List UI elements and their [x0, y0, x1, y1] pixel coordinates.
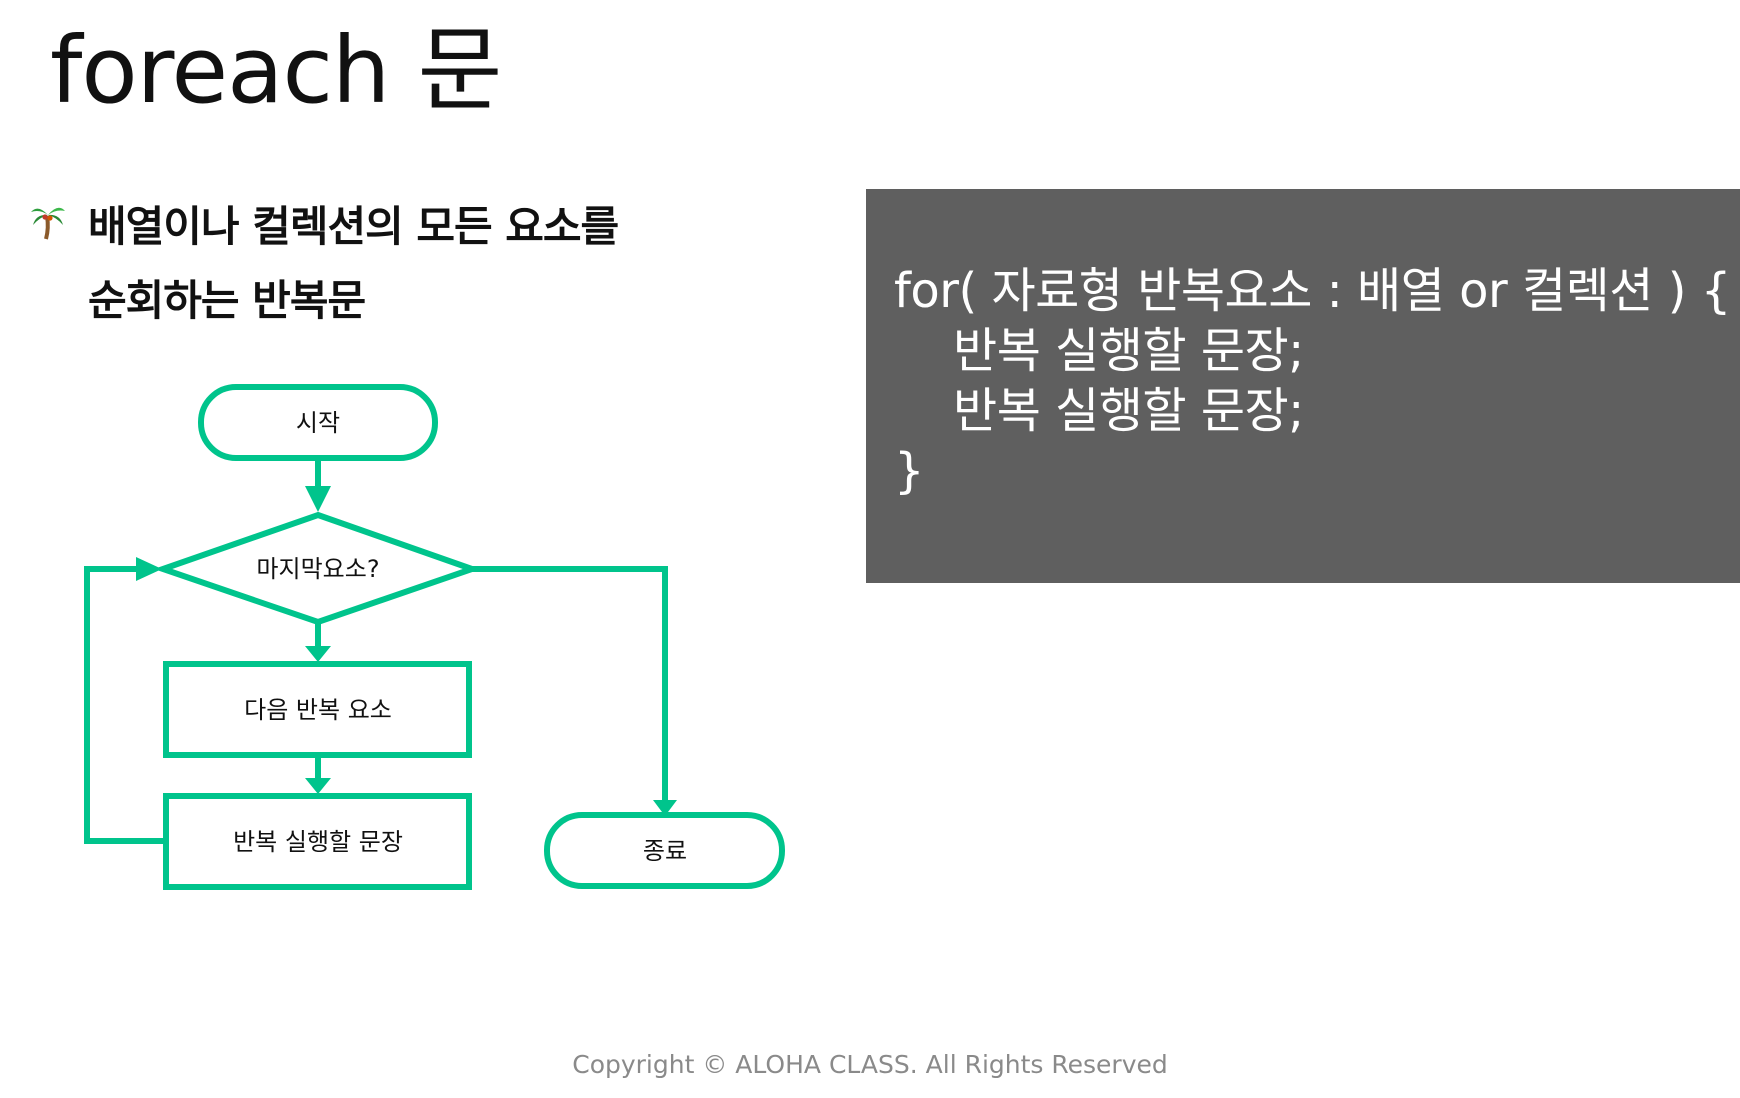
- execute-label: 반복 실행할 문장: [233, 828, 403, 856]
- loop-back-line: [84, 566, 166, 844]
- next-element-label: 다음 반복 요소: [244, 696, 392, 724]
- palm-tree-icon: [31, 207, 65, 240]
- copyright-footer: Copyright © ALOHA CLASS. All Rights Rese…: [572, 1050, 1168, 1079]
- arrowhead-loop: [136, 557, 162, 581]
- start-label: 시작: [296, 409, 340, 437]
- description-line-1: 배열이나 컬렉션의 모든 요소를: [88, 202, 619, 251]
- code-line-3: 반복 실행할 문장;: [894, 383, 1304, 439]
- code-line-4: }: [894, 443, 925, 499]
- exit-line: [472, 566, 668, 802]
- code-line-1: for( 자료형 반복요소 : 배열 or 컬렉션 ) {: [894, 263, 1731, 319]
- arrowhead-exec: [305, 778, 331, 794]
- arrowhead-next: [305, 646, 331, 662]
- decision-label: 마지막요소?: [256, 555, 379, 583]
- arrowhead-exit: [653, 800, 677, 816]
- code-block: for( 자료형 반복요소 : 배열 or 컬렉션 ) { 반복 실행할 문장;…: [866, 189, 1740, 583]
- slide-title: foreach 문: [50, 17, 502, 124]
- foreach-flowchart: 시작 마지막요소? 다음 반복 요소 반복 실행할 문장 종료: [84, 384, 785, 890]
- code-line-2: 반복 실행할 문장;: [894, 323, 1304, 379]
- description-line-2: 순회하는 반복문: [88, 276, 366, 325]
- description: 배열이나 컬렉션의 모든 요소를 순회하는 반복문: [88, 190, 619, 338]
- end-label: 종료: [643, 837, 687, 865]
- arrowhead-start: [305, 486, 331, 512]
